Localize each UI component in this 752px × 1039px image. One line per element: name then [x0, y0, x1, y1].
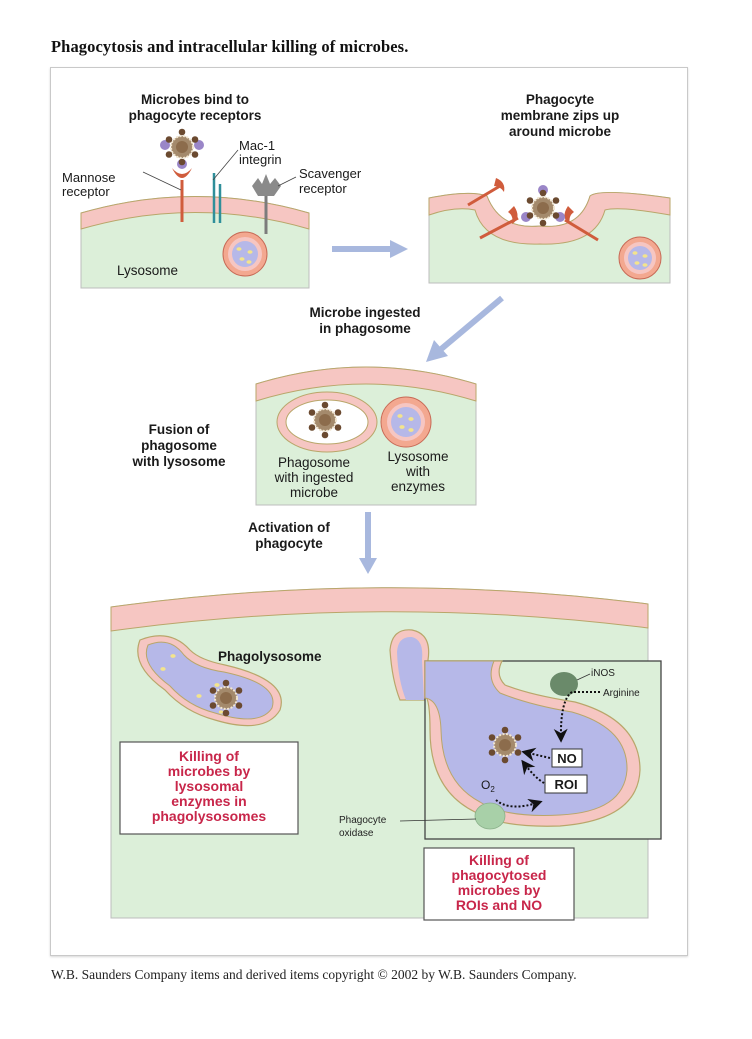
lysosome	[222, 231, 268, 277]
lysosome	[380, 396, 432, 448]
arginine-label: Arginine	[603, 688, 640, 699]
activation-label-line2: phagocyte	[255, 536, 323, 551]
fusion-label-line2: phagosome	[141, 438, 217, 453]
lysosome-enzymes-label-line3: enzymes	[391, 479, 445, 494]
mannose-label-line1: Mannose	[62, 170, 115, 185]
phagosome-label-line1: Phagosome	[278, 455, 350, 470]
killing-lysosomal-line2: microbes by	[168, 763, 251, 779]
killing-roi-line2: phagocytosed	[452, 867, 547, 883]
dotted-arrow	[553, 691, 600, 743]
copyright-footer: W.B. Saunders Company items and derived …	[51, 967, 577, 982]
cell-membrane	[80, 196, 310, 230]
scavenger-label-line1: Scavenger	[299, 166, 362, 181]
killing-lysosomal-line4: enzymes in	[171, 793, 246, 809]
killing-roi-box	[423, 847, 575, 921]
phagocyte-oxidase-icon	[474, 802, 506, 830]
roi-label: ROI	[554, 777, 577, 792]
phagosome	[276, 391, 378, 453]
inos-label: iNOS	[591, 668, 615, 679]
figure-title: Phagocytosis and intracellular killing o…	[51, 37, 409, 56]
phagolysosome-label: Phagolysosome	[218, 649, 322, 664]
mannose-receptor	[142, 168, 192, 222]
mac1-label-line2: integrin	[239, 152, 282, 167]
phagosome-label-line3: microbe	[290, 485, 338, 500]
step3-panel: Phagosome with ingested microbe Lysosome…	[255, 366, 477, 506]
cell-membrane	[110, 587, 649, 632]
mac1-integrin	[212, 149, 239, 223]
arrow-down-icon	[359, 512, 377, 574]
activation-label-line1: Activation of	[248, 520, 330, 535]
dotted-arrow	[495, 798, 543, 813]
step2-heading-line2: membrane zips up	[501, 108, 620, 123]
microbe-icon	[521, 185, 565, 228]
mac1-label-line1: Mac-1	[239, 138, 275, 153]
o2-label: O2	[481, 778, 495, 794]
arrow-down-left-icon	[426, 295, 504, 362]
step2-heading-line1: Phagocyte	[526, 92, 595, 107]
step1-heading-line1: Microbes bind to	[141, 92, 249, 107]
step4-panel: Phagolysosome Killing of microbes by lys…	[110, 587, 662, 921]
killing-roi-line1: Killing of	[469, 852, 529, 868]
no-label: NO	[557, 751, 577, 766]
ingested-label-line1: Microbe ingested	[309, 305, 420, 320]
roi-box	[544, 774, 588, 794]
killing-roi-line3: microbes by	[458, 882, 541, 898]
fusion-label-line1: Fusion of	[149, 422, 210, 437]
lysosome-enzymes-label-line2: with	[405, 464, 430, 479]
dotted-arrow	[521, 747, 551, 762]
arrow-right-icon	[332, 240, 408, 258]
inos-enzyme-icon	[550, 672, 578, 696]
oxidase-label-line1: Phagocyte	[339, 815, 387, 826]
phagolysosome	[137, 635, 282, 727]
microbe-icon	[160, 127, 204, 169]
step1-heading-line2: phagocyte receptors	[129, 108, 262, 123]
step2-heading-line3: around microbe	[509, 124, 612, 139]
lysosome-label: Lysosome	[117, 263, 178, 278]
cell-membrane-zipping	[428, 191, 671, 245]
phagosome-label-line2: with ingested	[274, 470, 354, 485]
ingested-label-line2: in phagosome	[319, 321, 411, 336]
mannose-label-line2: receptor	[62, 184, 110, 199]
scavenger-label-line2: receptor	[299, 181, 347, 196]
no-box	[551, 748, 583, 768]
killing-lysosomal-line3: lysosomal	[175, 778, 243, 794]
lysosome	[618, 236, 662, 280]
killing-inset: iNOS Arginine NO ROI O2	[424, 660, 662, 840]
lysosome-enzymes-label-line1: Lysosome	[387, 449, 448, 464]
fusion-label-line3: with lysosome	[131, 454, 226, 469]
killing-lysosomal-line5: phagolysosomes	[152, 808, 267, 824]
mannose-receptor	[467, 178, 599, 242]
killing-lysosomal-box	[119, 741, 299, 835]
oxidase-label-line2: oxidase	[339, 828, 374, 839]
scavenger-receptor	[252, 174, 297, 234]
killing-roi-line4: ROIs and NO	[456, 897, 542, 913]
step2-panel: Phagocyte membrane zips up around microb…	[428, 92, 671, 284]
dotted-arrow	[521, 759, 545, 784]
cell-membrane	[255, 366, 477, 402]
killing-lysosomal-line1: Killing of	[179, 748, 239, 764]
step1-panel: Microbes bind to phagocyte receptors M	[62, 92, 362, 289]
